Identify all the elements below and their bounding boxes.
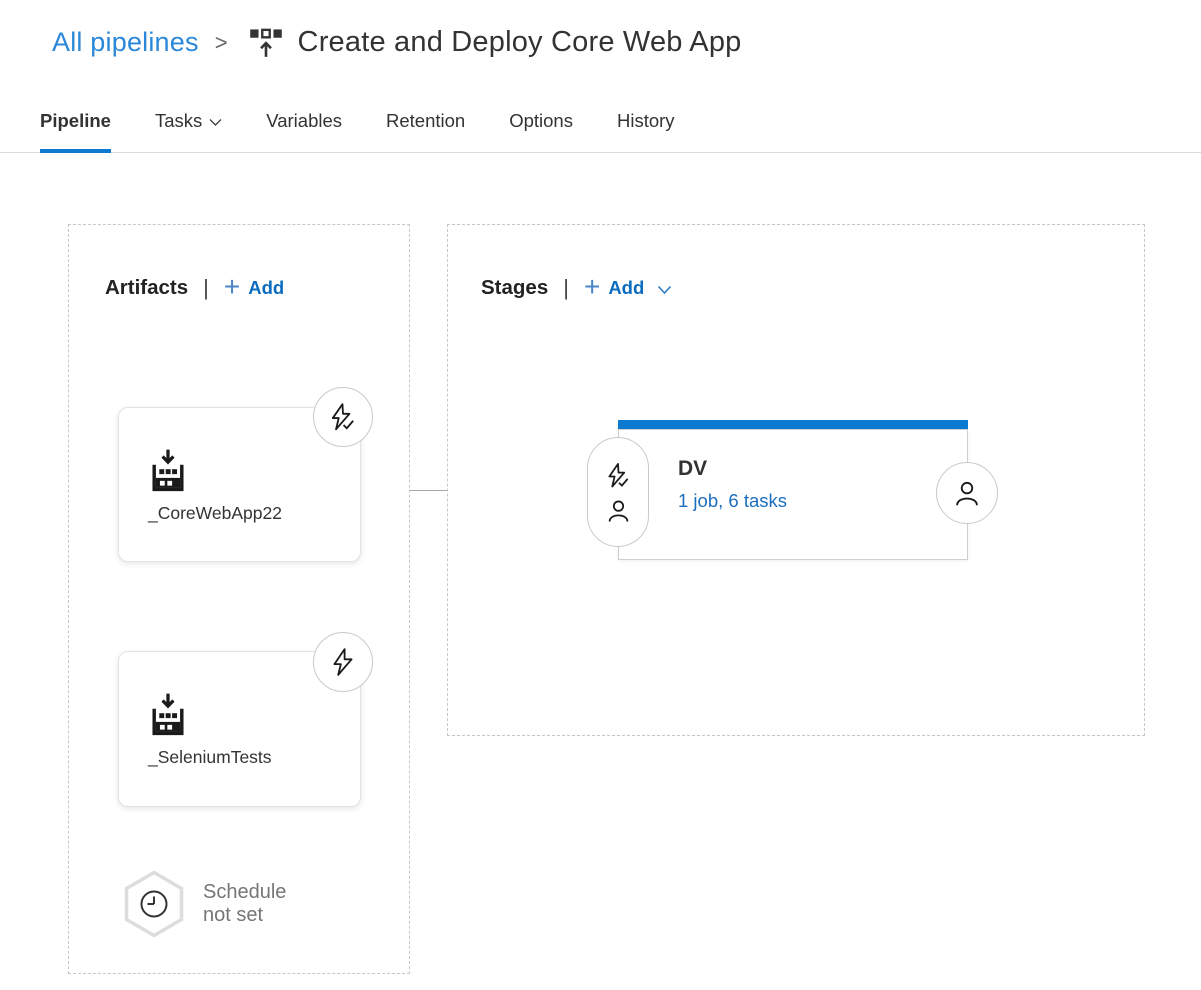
stage-jobs-tasks-link[interactable]: 1 job, 6 tasks (678, 490, 788, 511)
pre-deployment-conditions-badge[interactable] (587, 437, 649, 547)
tab-retention[interactable]: Retention (386, 110, 465, 153)
release-pipeline-icon (248, 25, 284, 61)
tab-label: Retention (386, 110, 466, 131)
tab-options[interactable]: Options (509, 110, 573, 153)
schedule-hexagon-clock-icon (122, 870, 186, 938)
stages-title: Stages (481, 276, 549, 299)
artifact-package-icon (148, 448, 360, 494)
schedule-label: Schedule not set (203, 881, 287, 926)
artifact-name: _SeleniumTests (148, 747, 272, 767)
header-divider: | (563, 275, 569, 300)
tab-label: History (616, 110, 675, 131)
lightning-check-icon (328, 402, 358, 432)
add-label: Add (248, 277, 285, 298)
tab-pipeline[interactable]: Pipeline (40, 110, 111, 153)
artifacts-panel: Artifacts | + Add (68, 224, 410, 974)
artifacts-panel-header: Artifacts | + Add (105, 270, 285, 302)
artifact-package-icon (148, 692, 360, 738)
stages-panel: Stages | + Add DV 1 job, 6 tasks (447, 224, 1145, 736)
chevron-down-icon (657, 285, 672, 295)
tab-variables[interactable]: Variables (266, 110, 342, 153)
schedule-trigger-button[interactable]: Schedule not set (122, 870, 313, 938)
person-icon (953, 479, 981, 507)
stage-card-dv[interactable]: DV 1 job, 6 tasks (618, 429, 968, 560)
tab-history[interactable]: History (617, 110, 675, 153)
breadcrumb-link-all-pipelines[interactable]: All pipelines (52, 26, 199, 57)
stage-status-bar (618, 420, 968, 429)
page-title: Create and Deploy Core Web App (297, 25, 742, 58)
lightning-check-icon (605, 462, 632, 489)
tab-tasks[interactable]: Tasks (155, 110, 222, 153)
tab-label: Variables (266, 110, 343, 131)
lightning-icon (328, 647, 358, 677)
add-stage-button[interactable]: + Add (583, 270, 672, 302)
breadcrumb: All pipelines > Create and Deploy Core W… (0, 0, 1201, 64)
add-label: Add (608, 277, 645, 298)
tab-label: Options (509, 110, 573, 131)
plus-icon: + (223, 270, 241, 302)
tab-label: Tasks (154, 110, 203, 131)
breadcrumb-separator: > (214, 30, 228, 55)
stages-panel-header: Stages | + Add (481, 270, 672, 302)
artifacts-title: Artifacts (105, 276, 189, 299)
tab-label: Pipeline (40, 110, 111, 131)
continuous-deployment-trigger-disabled-badge[interactable] (313, 632, 373, 692)
add-artifact-button[interactable]: + Add (223, 270, 285, 302)
continuous-deployment-trigger-enabled-badge[interactable] (313, 387, 373, 447)
stage-name: DV (678, 457, 708, 480)
person-icon (606, 498, 631, 523)
post-deployment-conditions-badge[interactable] (936, 462, 998, 524)
artifact-name: _CoreWebApp22 (148, 503, 282, 523)
tab-bar: Pipeline Tasks Variables Retention Optio… (0, 80, 1201, 153)
pipeline-canvas: Artifacts | + Add (0, 153, 1201, 989)
header-divider: | (203, 275, 209, 300)
chevron-down-icon (209, 118, 222, 127)
plus-icon: + (583, 270, 601, 302)
